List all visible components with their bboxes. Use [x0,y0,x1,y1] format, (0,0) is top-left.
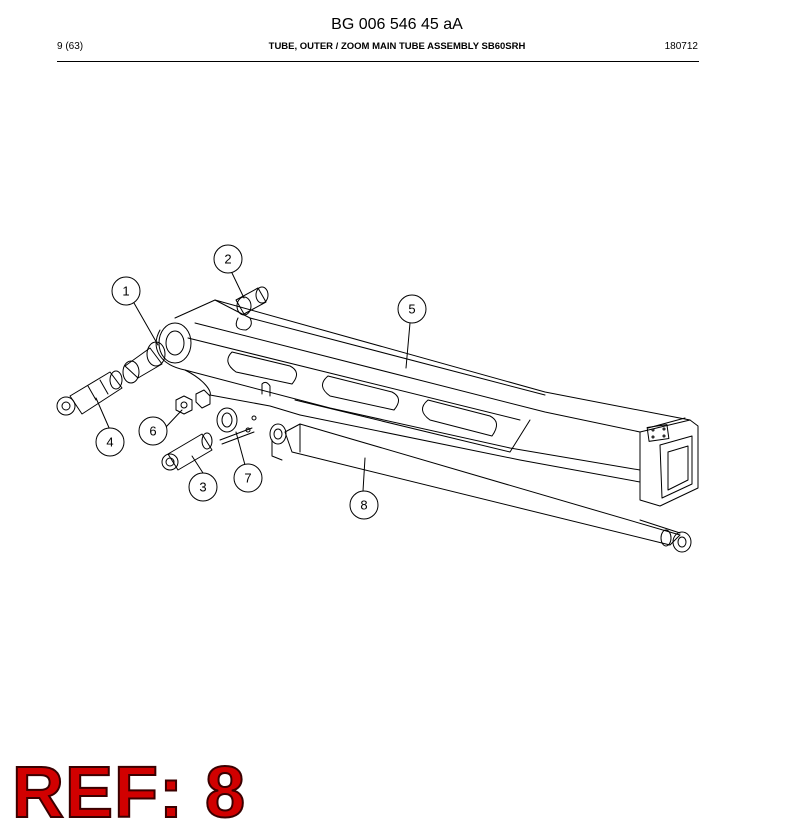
callout-8: 8 [349,490,379,520]
washer-7-part [216,407,257,445]
callout-2: 2 [213,244,243,274]
page-title: TUBE, OUTER / ZOOM MAIN TUBE ASSEMBLY SB… [268,41,526,52]
callout-6: 6 [138,416,168,446]
leader-lines [95,272,411,492]
callout-1: 1 [111,276,141,306]
callout-1-label: 1 [122,284,129,299]
nut-6-part [175,389,211,415]
pivot-boss-part [122,322,192,384]
callout-3-label: 3 [199,480,206,495]
cylinder-8-part [269,423,692,553]
callout-6-label: 6 [149,424,156,439]
header-rule [57,61,699,62]
page-number: 9 (63) [57,41,84,52]
callout-4: 4 [95,427,125,457]
callout-8-label: 8 [360,498,367,513]
callout-5: 5 [397,294,427,324]
ref-label: REF: 8 [11,753,247,833]
callout-3: 3 [188,472,218,502]
callout-5-label: 5 [408,302,415,317]
outer-tube-part [155,299,699,507]
document-number: BG 006 546 45 aA [331,16,463,33]
callout-7-label: 7 [244,471,251,486]
bushing-2-part [235,286,269,331]
callout-7: 7 [233,463,263,493]
callout-4-label: 4 [106,435,113,450]
callout-2-label: 2 [224,252,231,267]
pin-4-part [56,370,123,416]
pin-3-part [161,432,213,471]
date-code: 180712 [664,41,698,52]
